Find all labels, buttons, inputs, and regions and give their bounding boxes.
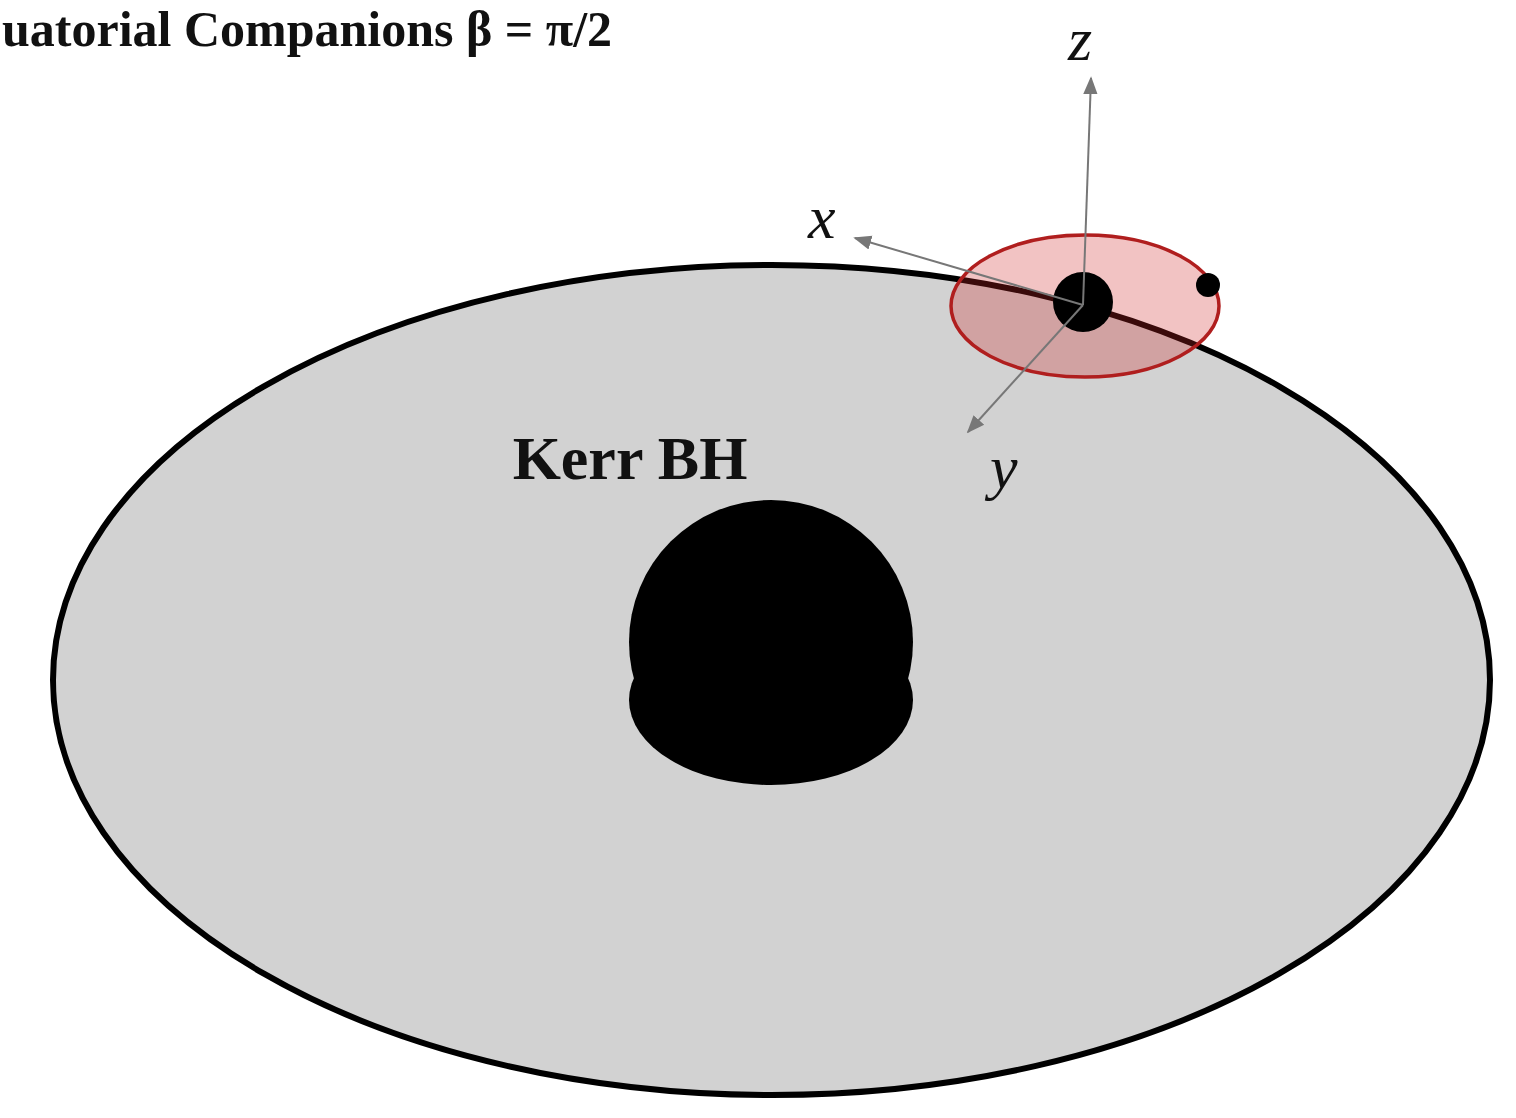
axis-label: z xyxy=(1068,8,1092,70)
z-axis xyxy=(1083,78,1091,305)
axis-label: y xyxy=(990,436,1018,498)
axis-label: x xyxy=(808,186,836,248)
figure-title: uatorial Companions β = π/2 xyxy=(2,4,612,54)
disk-ellipse xyxy=(53,265,1490,1095)
node-label: Kerr BH xyxy=(513,427,748,489)
satellite xyxy=(1196,273,1220,297)
black-hole xyxy=(629,500,913,784)
